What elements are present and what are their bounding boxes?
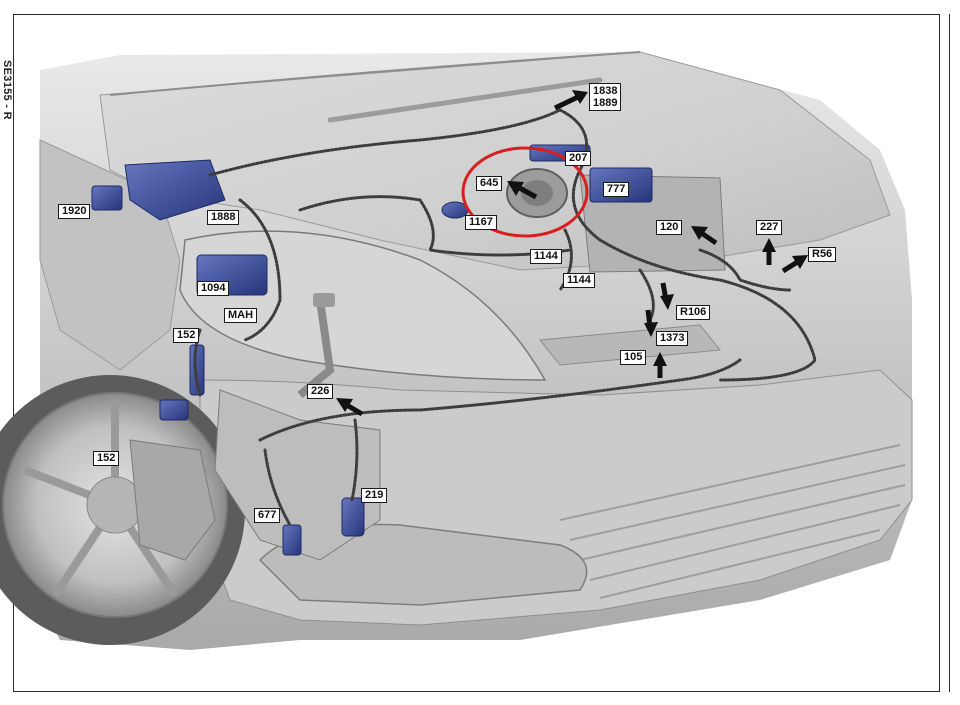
callout-label-1838: 1838 [593,85,618,97]
callout-label-777: 777 [603,182,630,197]
callout-label-1144-upper: 1144 [530,249,562,264]
lower-grille [559,444,906,599]
callout-label-219: 219 [361,488,388,503]
callout-label-1373: 1373 [656,331,689,346]
callout-label-1167: 1167 [465,215,497,230]
callout-label-677: 677 [254,508,281,523]
callout-label-1888: 1888 [207,210,240,225]
wiring-harness [193,108,817,527]
callout-label-1094: 1094 [197,281,230,296]
callout-label-226: 226 [307,384,334,399]
callout-label-152-upper: 152 [173,328,200,343]
page-edge [949,14,960,692]
callout-label-R56: R56 [808,247,837,262]
callout-label-207: 207 [565,151,592,166]
callout-label-227: 227 [756,220,783,235]
callout-label-105: 105 [620,350,647,365]
brake-caliper [129,439,216,561]
callout-label-1144-lower: 1144 [563,273,595,288]
highlight-circle [461,146,589,238]
callout-label-1889: 1889 [593,97,618,109]
callout-label-152-lower: 152 [93,451,120,466]
callout-label-MAH: MAH [224,308,258,323]
callout-label-1838-1889: 1838 1889 [589,83,622,111]
callout-label-1920: 1920 [58,204,91,219]
callout-arrows [336,90,808,417]
callout-label-645: 645 [476,176,503,191]
callout-label-R106: R106 [676,305,711,320]
headlamp [179,230,547,381]
callout-label-120: 120 [656,220,683,235]
